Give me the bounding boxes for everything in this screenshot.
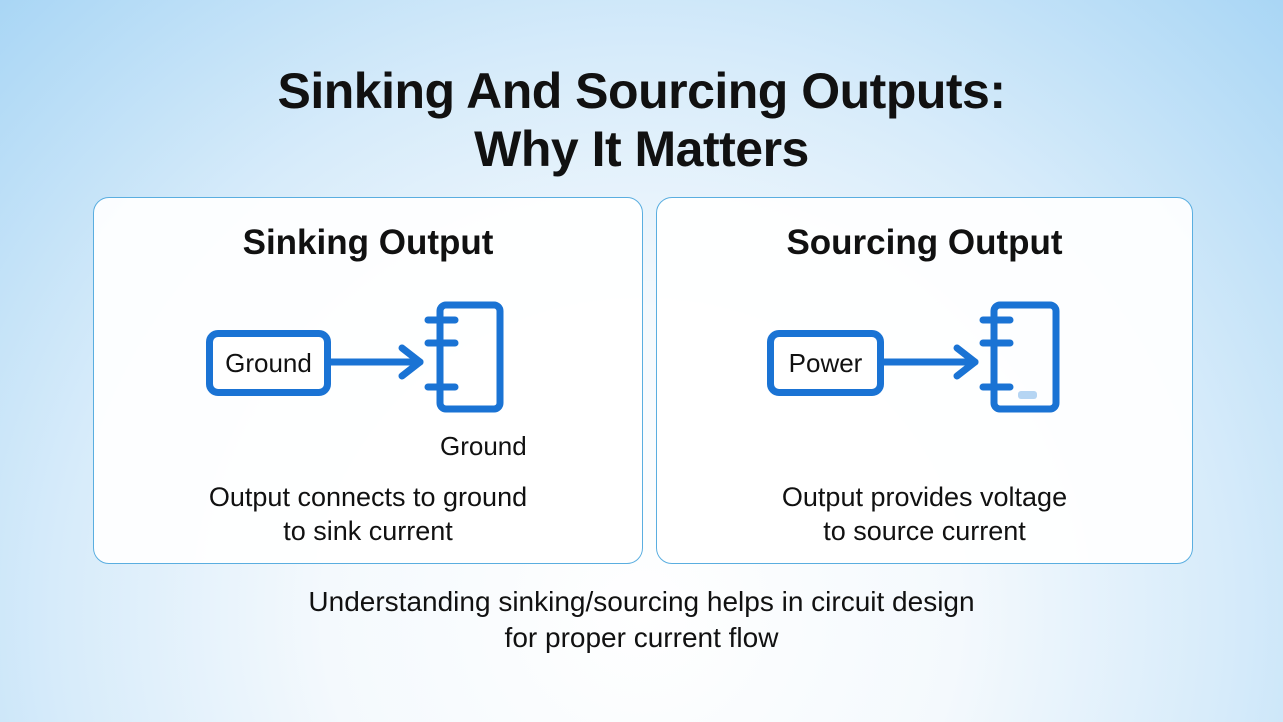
device-ground-label: Ground: [440, 431, 527, 461]
ground-source-box: Ground: [206, 330, 331, 396]
footer-line: for proper current flow: [504, 622, 779, 653]
indicator-led-icon: [1018, 391, 1037, 399]
title-line-1: Sinking And Sourcing Outputs:: [277, 63, 1006, 119]
panel-description: Output provides voltage to source curren…: [657, 480, 1192, 548]
arrow-icon: [878, 344, 979, 380]
output-device-icon: [424, 301, 504, 413]
description-line: to sink current: [283, 516, 453, 546]
sourcing-output-panel: Sourcing Output Output provides voltage …: [656, 197, 1193, 564]
panel-title: Sourcing Output: [786, 223, 1063, 262]
panel-description: Output connects to ground to sink curren…: [94, 480, 642, 548]
title-line-2: Why It Matters: [474, 121, 809, 177]
description-line: Output provides voltage: [781, 482, 1068, 512]
footer-line: Understanding sinking/sourcing helps in …: [308, 586, 975, 617]
power-source-box: Power: [767, 330, 884, 396]
description-line: to source current: [823, 516, 1026, 546]
panel-title: Sinking Output: [242, 223, 494, 262]
arrow-icon: [325, 344, 424, 380]
page-title: Sinking And Sourcing Outputs: Why It Mat…: [0, 62, 1283, 178]
output-device-icon: [979, 301, 1060, 413]
footer-note: Understanding sinking/sourcing helps in …: [0, 584, 1283, 656]
description-line: Output connects to ground: [208, 482, 528, 512]
sinking-output-panel: Sinking Output Output connects to ground…: [93, 197, 643, 564]
